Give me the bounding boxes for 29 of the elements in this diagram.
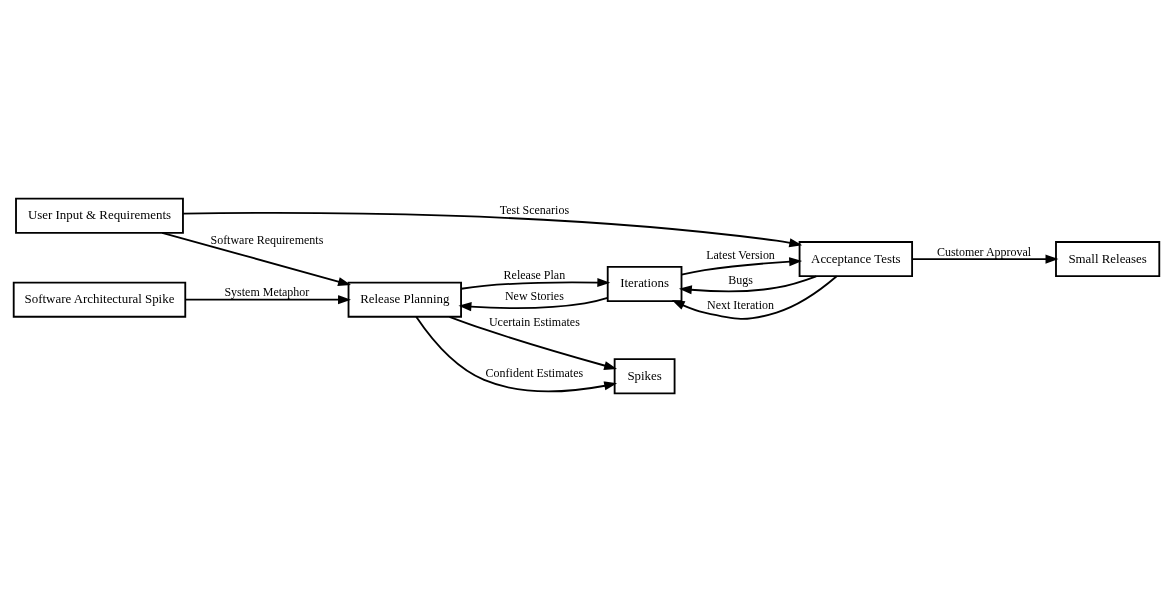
arrow xyxy=(680,257,803,276)
edge-label: Latest Version xyxy=(706,247,775,262)
arrow xyxy=(184,295,351,305)
edge-label: System Metaphor xyxy=(224,285,310,300)
arrow xyxy=(678,275,818,295)
arrow xyxy=(182,212,803,248)
arrow xyxy=(458,296,609,312)
node-box: Acceptance Tests xyxy=(798,241,913,278)
node-box: Iterations xyxy=(606,266,683,302)
edge-label: Software Requirements xyxy=(210,232,324,247)
edge-label: Bugs xyxy=(728,273,753,288)
node-box: Spikes xyxy=(613,358,676,395)
edge-label: Confident Estimates xyxy=(485,365,584,380)
edge-label: Next Iteration xyxy=(707,298,774,313)
arrow xyxy=(415,315,618,393)
node-box: User Input & Requirements xyxy=(15,197,184,234)
arrow xyxy=(161,231,351,286)
node-box: Small Releases xyxy=(1055,241,1161,278)
edge-label: Test Scenarios xyxy=(499,203,570,218)
edge-label: New Stories xyxy=(504,289,564,304)
edge-label: Customer Approval xyxy=(936,244,1032,259)
arrow xyxy=(448,315,618,370)
arrow xyxy=(460,278,611,290)
edge-label: Release Plan xyxy=(503,267,566,282)
node-box: Release Planning xyxy=(347,281,462,318)
edge-label: Ucertain Estimates xyxy=(488,314,580,329)
node-box: Software Architectural Spike xyxy=(12,281,187,318)
arrow xyxy=(671,275,838,320)
arrow xyxy=(911,254,1059,264)
